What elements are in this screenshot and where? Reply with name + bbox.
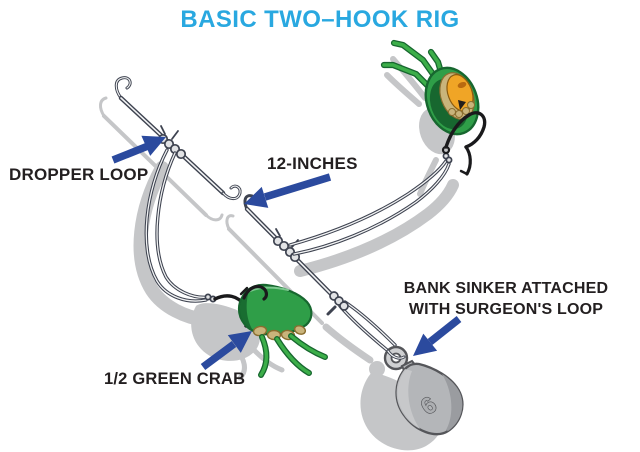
bank-sinker-label-line1: BANK SINKER ATTACHED xyxy=(403,280,609,297)
surgeon-loop-shadow xyxy=(322,323,374,364)
diagram-title: BASIC TWO–HOOK RIG xyxy=(180,6,460,33)
dropper-loop-2 xyxy=(288,152,453,256)
rim-scallop xyxy=(455,110,463,118)
arrow-shaft xyxy=(263,173,332,201)
bank-sinker-label-line2: WITH SURGEON'S LOOP xyxy=(408,301,604,318)
arrow-shaft xyxy=(427,316,462,345)
arrow-head xyxy=(413,333,438,356)
knot-tag xyxy=(160,125,166,135)
lower-hook-barb xyxy=(239,286,249,296)
line1-end-curl-core xyxy=(115,77,131,99)
arrow-head xyxy=(227,331,252,353)
arrow-head xyxy=(141,135,166,156)
dropper-loop-1 xyxy=(144,148,217,303)
lower-crab-leg-shadow xyxy=(237,351,247,381)
line2-shadow-curl xyxy=(225,214,235,231)
upper-hook-bend xyxy=(444,111,487,149)
lower-crab-leg-fill xyxy=(275,337,311,375)
knot-tag xyxy=(171,130,179,140)
rim-scallop xyxy=(448,108,456,116)
knot-coil xyxy=(278,240,290,252)
loop2-strand-core xyxy=(293,163,450,255)
twelve-inches-arrow xyxy=(244,173,332,208)
bank-sinker-label: BANK SINKER ATTACHED WITH SURGEON'S LOOP xyxy=(403,278,609,320)
knot-coil xyxy=(175,148,187,160)
sinker-eye-shadow xyxy=(369,361,385,377)
flesh-marking xyxy=(457,81,467,89)
knot-tag xyxy=(275,228,281,237)
lower-crab-leg-fill xyxy=(289,334,327,359)
line1-shadow xyxy=(102,114,208,217)
green-crab-label: 1/2 GREEN CRAB xyxy=(104,370,246,388)
dropper-loop2-shadow xyxy=(294,179,459,277)
lower-crab-shell-shade xyxy=(239,294,254,332)
upper-hook-barb xyxy=(459,169,469,176)
surgeon-strand xyxy=(343,300,397,347)
arrow-shaft xyxy=(200,340,237,371)
upper-crab-leg-shadow xyxy=(390,56,428,101)
upper-hook-point xyxy=(464,145,472,176)
dropper-loop-knot-1 xyxy=(157,125,187,160)
loop1-strand-core xyxy=(156,152,210,298)
loop2-strand-core xyxy=(289,160,447,246)
crab-rim-segment xyxy=(293,325,307,335)
upper-crab-leg-fill xyxy=(382,63,437,95)
surgeon-knot-tag xyxy=(326,305,337,316)
line1-shadow-curl-a xyxy=(99,96,108,118)
upper-crab-leg-shadow xyxy=(384,72,422,107)
upper-crab xyxy=(380,39,487,176)
flesh-dark-spot xyxy=(458,100,466,110)
bank-sinker: 6 xyxy=(383,345,464,436)
rim-scallop xyxy=(462,107,470,115)
upper-hook-eye xyxy=(441,145,451,155)
dropper-loop-label: DROPPER LOOP xyxy=(9,165,149,184)
green-crab-arrow xyxy=(200,331,252,371)
arrow-head xyxy=(244,186,269,208)
sinker-body-highlight xyxy=(396,369,420,429)
line1-shadow-curl-b xyxy=(204,213,224,222)
loop-through-eye-core xyxy=(387,350,405,359)
arrow-shaft xyxy=(111,142,150,164)
surgeon-strand-core xyxy=(344,301,396,346)
lower-crab-leg-fill xyxy=(259,335,269,377)
sinker-body-facet xyxy=(442,374,463,431)
dropper-loop-arrow xyxy=(111,135,166,164)
upper-crab-leg-fill xyxy=(392,41,442,86)
loop2-twist xyxy=(445,156,453,164)
surgeon-knot-coil xyxy=(339,301,349,311)
lower-hook-point xyxy=(242,284,268,301)
rim-scallop xyxy=(467,101,475,109)
upper-hook-shadow xyxy=(417,157,439,197)
bank-sinker-arrow xyxy=(413,316,462,356)
lower-crab xyxy=(213,283,328,378)
surgeons-loop xyxy=(326,291,397,352)
line1-break-curl-core xyxy=(222,185,241,200)
lower-crab-shell xyxy=(237,283,313,336)
loop1-strand-core xyxy=(145,149,207,302)
twelve-inches-label: 12-INCHES xyxy=(267,154,358,173)
